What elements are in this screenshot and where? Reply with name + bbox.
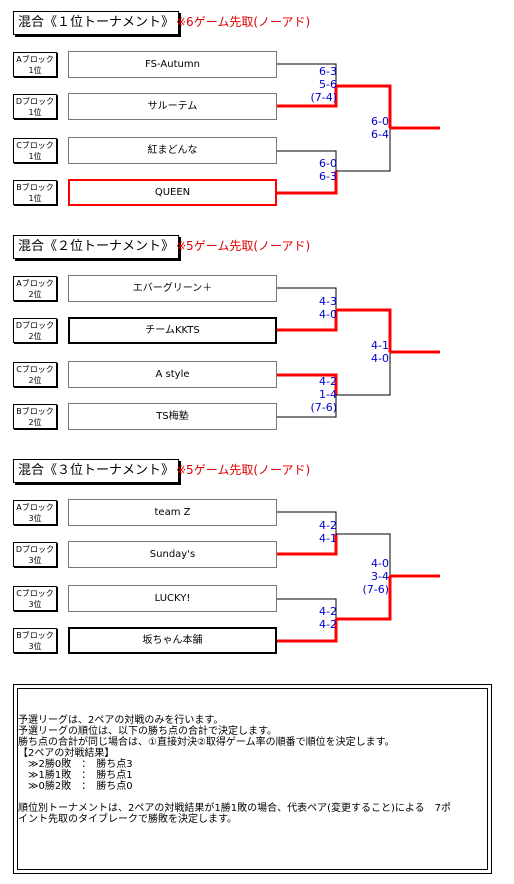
team-name: LUCKY!: [68, 585, 277, 612]
match-rule: ※5ゲーム先取(ノーアド): [176, 463, 311, 477]
note-line: イント先取のタイブレークで勝敗を決定します。: [18, 814, 237, 825]
note-line: 予選リーグは、2ペアの対戦のみを行います。: [18, 715, 224, 726]
note-line: 予選リーグの順位は、以下の勝ち点の合計で決定します。: [18, 726, 277, 737]
bracket-lines: [277, 287, 440, 418]
note-line: ≫0勝2敗 ： 勝ち点0: [18, 781, 133, 792]
team-name-winner: QUEEN: [68, 179, 277, 206]
notes-box: 予選リーグは、2ペアの対戦のみを行います。 予選リーグの順位は、以下の勝ち点の合…: [13, 684, 492, 874]
match-rule: ※6ゲーム先取(ノーアド): [176, 15, 311, 29]
section-title: 混合《３位トーナメント》: [13, 459, 180, 483]
section-title: 混合《２位トーナメント》: [13, 235, 180, 259]
team-name-winner: チームKKTS: [68, 317, 277, 344]
match-rule: ※5ゲーム先取(ノーアド): [176, 239, 311, 253]
note-line: 勝ち点の合計が同じ場合は、①直接対決②取得ゲーム率の順番で順位を決定します。: [18, 737, 395, 748]
bracket-lines: [277, 63, 440, 195]
section-title: 混合《１位トーナメント》: [13, 11, 180, 35]
notes-border: [17, 688, 488, 870]
bracket-lines: [277, 511, 440, 643]
team-name-winner: 坂ちゃん本舗: [68, 627, 277, 654]
team-name: Sunday's: [68, 541, 277, 568]
note-line: ≫1勝1敗 ： 勝ち点1: [18, 770, 133, 781]
team-name: 紅まどんな: [68, 137, 277, 164]
note-line: 【2ペアの対戦結果】: [18, 748, 115, 759]
team-name: team Z: [68, 499, 277, 526]
team-name: FS-Autumn: [68, 51, 277, 78]
team-name: A style: [68, 361, 277, 388]
team-name: TS梅塾: [68, 403, 277, 430]
note-line: 順位別トーナメントは、2ペアの対戦結果が1勝1敗の場合、代表ペア(変更すること)…: [18, 803, 451, 814]
note-line: ≫2勝0敗 ： 勝ち点3: [18, 759, 133, 770]
team-name: エバーグリーン＋: [68, 275, 277, 302]
team-name: サルーテム: [68, 93, 277, 120]
